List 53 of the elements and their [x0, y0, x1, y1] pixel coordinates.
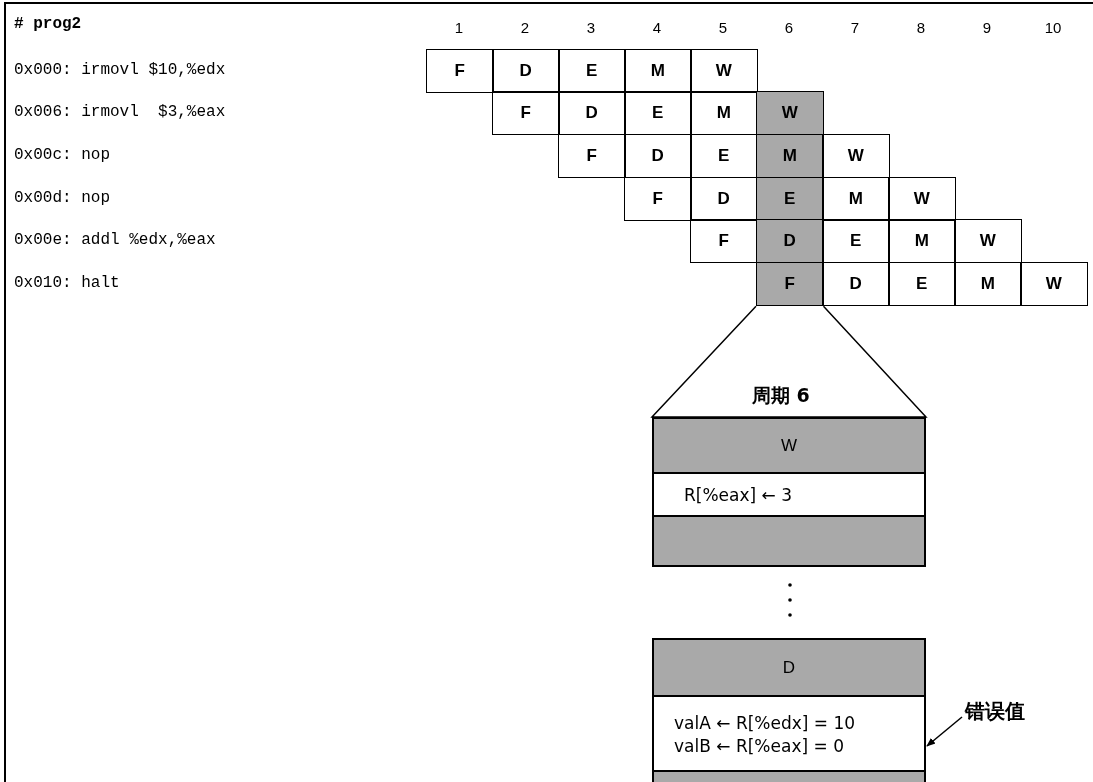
pipeline-stage-cell: F [756, 262, 824, 307]
pipeline-stage-cell: W [954, 219, 1022, 264]
leader-line [926, 716, 963, 747]
pipeline-stage-cell: M [624, 48, 692, 93]
pipeline-stage-cell: E [822, 219, 890, 264]
stage-label-band: D [654, 640, 924, 697]
pipeline-stage-cell: W [1020, 262, 1088, 307]
cycle-number: 7 [849, 19, 861, 37]
pipeline-stage-cell: E [756, 176, 824, 221]
pipeline-stage-cell: F [624, 176, 692, 221]
pipeline-stage-cell: W [690, 48, 758, 93]
pipeline-stage-cell: E [558, 48, 626, 93]
code-line: 0x00e: addl %edx,%eax [14, 230, 216, 251]
register-text-line: valA ← R[%edx] = 10 [674, 711, 856, 735]
pipeline-stage-cell: W [756, 91, 824, 136]
cycle-number: 4 [651, 19, 663, 37]
pipeline-stage-cell: M [888, 219, 956, 264]
pipeline-stage-cell: M [822, 176, 890, 221]
pipeline-stage-cell: W [888, 176, 956, 221]
pipeline-stage-cell: D [624, 133, 692, 179]
cycle-number: 10 [1043, 19, 1063, 37]
code-line: 0x00d: nop [14, 187, 110, 208]
cycle-number: 6 [783, 19, 795, 37]
pipeline-stage-cell: F [426, 48, 494, 93]
pipeline-stage-cell: D [756, 219, 824, 264]
stage-register-box [652, 638, 926, 782]
cycle-number: 5 [717, 19, 729, 37]
code-line: 0x010: halt [14, 273, 120, 293]
cycle-number: 9 [981, 19, 993, 37]
code-line: 0x000: irmovl $10,%edx [14, 59, 226, 80]
pipeline-stage-cell: D [558, 91, 626, 136]
cycle-number: 3 [585, 19, 597, 37]
zoom-lines [650, 305, 928, 418]
stage-label-band: W [654, 419, 924, 474]
cycle-number: 8 [915, 19, 927, 37]
annotation-text: 错误值 [965, 698, 1025, 725]
pipeline-stage-cell: M [954, 262, 1022, 307]
pipeline-stage-cell: F [558, 133, 626, 179]
pipeline-stage-cell: E [624, 91, 692, 136]
code-line: 0x00c: nop [14, 144, 110, 165]
code-line: 0x006: irmovl $3,%eax [14, 102, 226, 123]
register-text-line: R[%eax] ← 3 [683, 484, 793, 507]
pipeline-stage-cell: W [822, 133, 890, 179]
pipeline-stage-cell: D [492, 48, 560, 93]
pipeline-stage-cell: E [888, 262, 956, 307]
code-title: # prog2 [14, 14, 82, 34]
stage-register-box [652, 417, 926, 567]
pipeline-stage-cell: D [822, 262, 890, 307]
cycle-number: 2 [519, 19, 531, 37]
panel-heading: 周期 6 [752, 383, 810, 408]
cycle-number: 1 [453, 19, 465, 37]
register-text-line: valB ← R[%eax] = 0 [674, 734, 844, 758]
pipeline-stage-cell: F [492, 91, 560, 136]
